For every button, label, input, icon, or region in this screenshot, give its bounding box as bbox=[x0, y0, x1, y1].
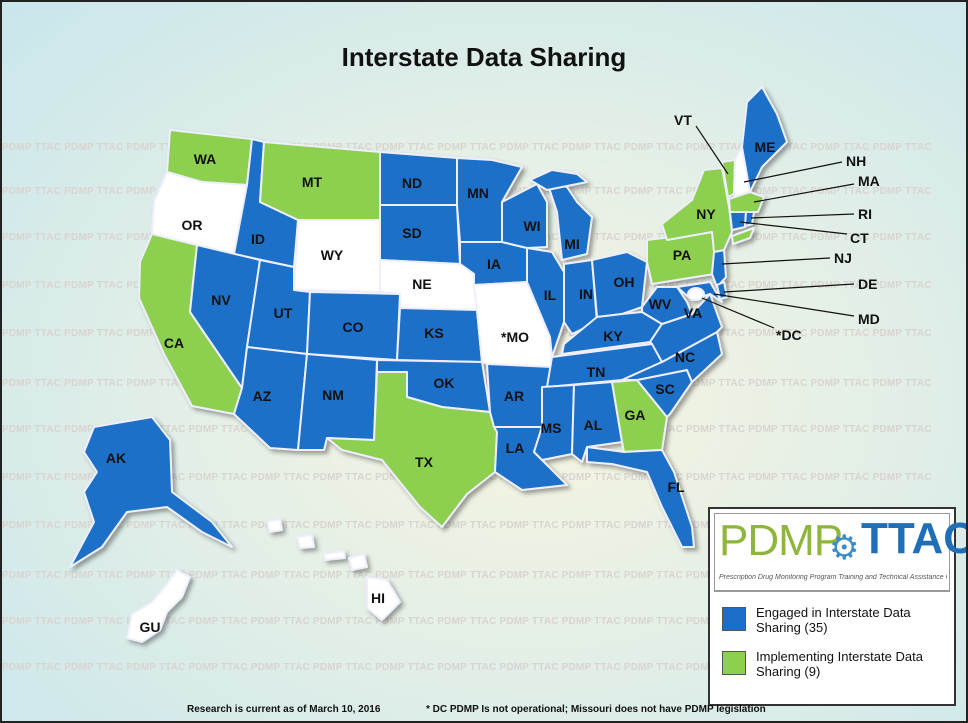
label-ri: RI bbox=[858, 206, 872, 222]
legend: PDMP ⚙ TTAC Prescription Drug Monitoring… bbox=[708, 507, 966, 706]
label-md: MD bbox=[858, 311, 880, 327]
label-sc: SC bbox=[655, 381, 674, 397]
label-ar: AR bbox=[504, 388, 524, 404]
state-hi-kauai[interactable] bbox=[266, 518, 283, 533]
state-hi-maui[interactable] bbox=[348, 553, 368, 571]
footer-note: * DC PDMP Is not operational; Missouri d… bbox=[426, 704, 766, 715]
label-tn: TN bbox=[587, 364, 606, 380]
legend-label-implementing: Implementing Interstate Data Sharing (9) bbox=[756, 649, 923, 679]
state-il[interactable] bbox=[526, 247, 565, 358]
legend-divider bbox=[714, 591, 950, 592]
label-wy: WY bbox=[321, 247, 344, 263]
label-mo: *MO bbox=[501, 329, 529, 345]
label-ga: GA bbox=[625, 407, 646, 423]
state-mi-up[interactable] bbox=[529, 169, 588, 191]
label-mi: MI bbox=[564, 236, 580, 252]
label-ok: OK bbox=[434, 375, 455, 391]
label-pa: PA bbox=[673, 247, 691, 263]
gear-icon: ⚙ bbox=[829, 529, 860, 567]
label-nc: NC bbox=[675, 349, 695, 365]
state-labels: WA OR CA ID NV MT WY UT AZ CO NM ND SD N… bbox=[106, 139, 776, 635]
label-gu: GU bbox=[140, 619, 161, 635]
label-ky: KY bbox=[603, 328, 623, 344]
label-ks: KS bbox=[424, 325, 443, 341]
state-ct[interactable] bbox=[729, 211, 747, 231]
label-ak: AK bbox=[106, 450, 126, 466]
state-ny[interactable] bbox=[661, 167, 733, 253]
state-fl[interactable] bbox=[586, 446, 695, 548]
map-title: Interstate Data Sharing bbox=[341, 42, 627, 72]
state-wi[interactable] bbox=[501, 183, 548, 249]
label-in: IN bbox=[579, 286, 593, 302]
northeast-leaders: VT NH MA RI CT NJ DE MD *DC bbox=[674, 112, 880, 343]
watermark-row: PDMP TTAC PDMP TTAC PDMP TTAC PDMP TTAC … bbox=[2, 570, 932, 581]
label-nd: ND bbox=[402, 175, 422, 191]
legend-swatch-implementing bbox=[722, 651, 746, 675]
state-wv[interactable] bbox=[641, 286, 693, 325]
logo-subtitle: Prescription Drug Monitoring Program Tra… bbox=[719, 574, 947, 581]
label-sd: SD bbox=[402, 225, 421, 241]
label-va: VA bbox=[684, 305, 702, 321]
label-dc: *DC bbox=[776, 327, 802, 343]
logo-pdmp-text: PDMP bbox=[719, 516, 843, 565]
label-tx: TX bbox=[415, 454, 434, 470]
label-nv: NV bbox=[211, 292, 231, 308]
label-me: ME bbox=[755, 139, 776, 155]
label-wa: WA bbox=[194, 151, 217, 167]
label-de: DE bbox=[858, 276, 877, 292]
label-nh: NH bbox=[846, 153, 866, 169]
state-tx[interactable] bbox=[326, 371, 498, 528]
pdmp-ttac-logo: PDMP ⚙ TTAC Prescription Drug Monitoring… bbox=[714, 513, 966, 591]
legend-label-engaged: Engaged in Interstate Data Sharing (35) bbox=[756, 605, 911, 635]
state-me[interactable] bbox=[741, 86, 788, 193]
label-nm: NM bbox=[322, 387, 344, 403]
label-ia: IA bbox=[487, 256, 501, 272]
state-mi[interactable] bbox=[546, 181, 593, 261]
label-il: IL bbox=[544, 287, 557, 303]
label-ms: MS bbox=[541, 420, 562, 436]
label-ct: CT bbox=[850, 230, 869, 246]
label-ut: UT bbox=[274, 305, 293, 321]
label-mn: MN bbox=[467, 185, 489, 201]
state-ma[interactable] bbox=[728, 191, 765, 213]
state-de[interactable] bbox=[716, 281, 728, 300]
watermark-row: PDMP TTAC PDMP TTAC PDMP TTAC PDMP TTAC … bbox=[2, 142, 932, 153]
watermark-row: PDMP TTAC PDMP TTAC PDMP TTAC PDMP TTAC … bbox=[2, 520, 932, 531]
label-id: ID bbox=[251, 231, 265, 247]
label-ma: MA bbox=[858, 173, 880, 189]
footer-research-date: Research is current as of March 10, 2016 bbox=[187, 704, 381, 715]
territory-gu[interactable] bbox=[126, 569, 191, 643]
label-co: CO bbox=[343, 319, 364, 335]
label-al: AL bbox=[584, 417, 603, 433]
label-hi: HI bbox=[371, 590, 385, 606]
label-wv: WV bbox=[649, 296, 672, 312]
state-ny-li[interactable] bbox=[731, 227, 755, 245]
state-hi-molokai[interactable] bbox=[323, 550, 346, 561]
state-hi-big[interactable] bbox=[366, 576, 401, 621]
label-fl: FL bbox=[667, 479, 685, 495]
label-vt: VT bbox=[674, 112, 692, 128]
legend-swatch-engaged bbox=[722, 607, 746, 631]
logo-ttac-text: TTAC bbox=[861, 514, 968, 563]
label-la: LA bbox=[506, 440, 525, 456]
label-mt: MT bbox=[302, 174, 323, 190]
watermark-row: PDMP TTAC PDMP TTAC PDMP TTAC PDMP TTAC … bbox=[2, 662, 932, 673]
label-wi: WI bbox=[523, 218, 540, 234]
district-dc[interactable] bbox=[687, 287, 705, 301]
label-oh: OH bbox=[614, 274, 635, 290]
label-nj: NJ bbox=[834, 250, 852, 266]
label-or: OR bbox=[182, 217, 203, 233]
label-ny: NY bbox=[696, 206, 716, 222]
label-ca: CA bbox=[164, 335, 184, 351]
label-az: AZ bbox=[253, 388, 272, 404]
state-ak[interactable] bbox=[69, 416, 233, 568]
watermark-row: PDMP TTAC PDMP TTAC PDMP TTAC PDMP TTAC … bbox=[2, 616, 932, 627]
label-ne: NE bbox=[412, 276, 431, 292]
state-hi-oahu[interactable] bbox=[296, 534, 315, 549]
